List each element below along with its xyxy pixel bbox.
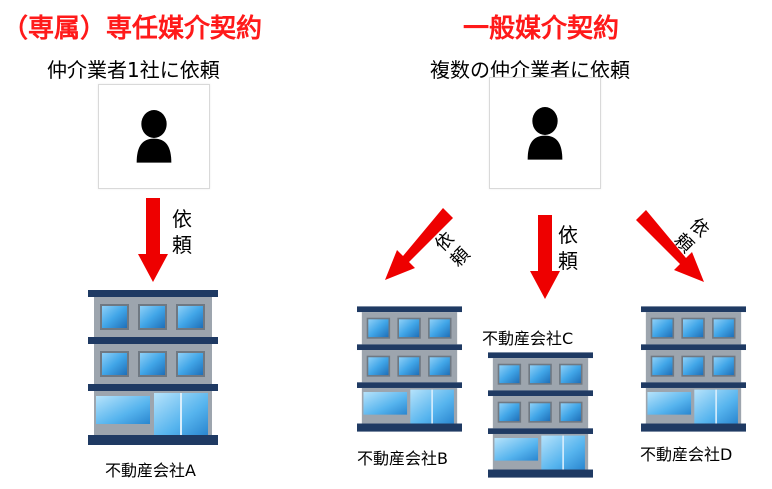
arrow-c-label: 依 頼 (556, 222, 580, 274)
arrow-to-d-icon (636, 210, 704, 282)
building-icon-d (641, 305, 746, 433)
building-icon-c (488, 351, 593, 479)
person-icon (136, 110, 172, 163)
left-person-box (98, 84, 210, 189)
left-title: （専属）専任媒介契約 (2, 14, 263, 44)
company-label-a: 不動産会社A (105, 461, 196, 480)
company-label-c: 不動産会社C (482, 329, 574, 348)
arrow-to-c-icon (530, 215, 560, 299)
right-person-box (489, 77, 601, 189)
arrow-label-char-2: 頼 (558, 249, 578, 273)
left-arrow-down-icon (138, 198, 168, 282)
person-icon (527, 107, 563, 160)
company-label-d: 不動産会社D (640, 445, 733, 464)
company-label-b: 不動産会社B (357, 449, 448, 468)
left-subtitle: 仲介業者1社に依頼 (47, 58, 220, 82)
right-title: 一般媒介契約 (463, 14, 620, 44)
building-icon-a (88, 290, 218, 445)
arrow-label-char-2: 頼 (172, 233, 192, 257)
arrow-to-b-icon (385, 208, 453, 280)
arrow-label-char-1: 依 (172, 207, 192, 231)
left-arrow-label: 依 頼 (170, 206, 194, 258)
arrow-label-char-1: 依 (558, 223, 578, 247)
building-icon-b (357, 305, 462, 433)
